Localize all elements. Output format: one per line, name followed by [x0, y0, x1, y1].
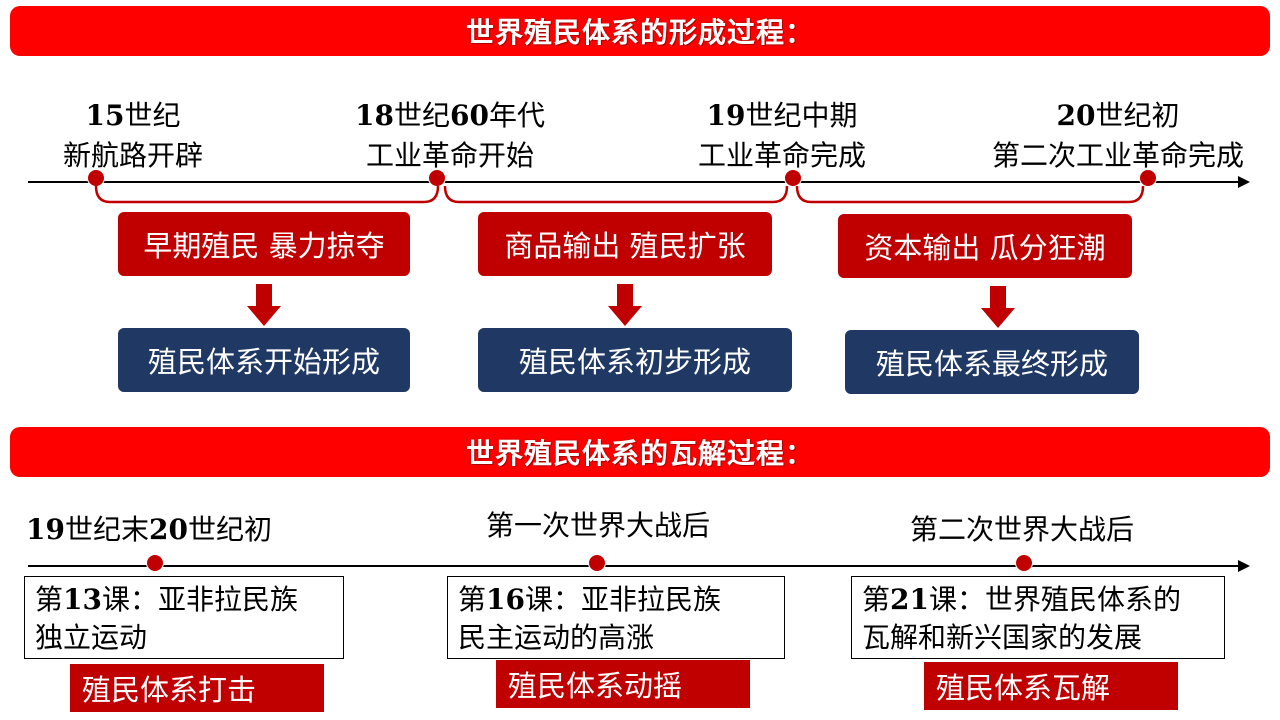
node-unit: 世纪末 — [64, 513, 149, 546]
node-unit2: 年代 — [488, 99, 545, 132]
stage-result-text: 殖民体系开始形成 — [147, 345, 380, 379]
node-num: 19 — [706, 99, 746, 132]
node-num2: 20 — [148, 513, 188, 546]
lesson-line1: 课：亚非拉民族 — [101, 583, 298, 616]
timeline-dot — [588, 554, 606, 572]
timeline-dot — [1139, 169, 1157, 187]
formation-timeline-axis — [28, 181, 1240, 183]
timeline-label-20th: 20世纪初 第二次工业革命完成 — [968, 96, 1268, 176]
lesson-line2: 瓦解和新兴国家的发展 — [862, 621, 1143, 654]
node-label: 第一次世界大战后 — [486, 509, 711, 542]
lesson-prefix: 第 — [458, 583, 487, 616]
down-arrow-icon — [247, 284, 281, 326]
stage-action-text: 资本输出 瓜分狂潮 — [864, 231, 1106, 265]
stage-action-text: 早期殖民 暴力掠夺 — [143, 229, 385, 263]
node-unit: 世纪 — [393, 99, 450, 132]
node-event: 工业革命开始 — [365, 139, 534, 172]
formation-title: 世界殖民体系的形成过程： — [465, 16, 814, 49]
node-unit: 世纪初 — [1095, 99, 1180, 132]
period-brace — [94, 185, 440, 204]
collapse-tag-text: 殖民体系打击 — [82, 673, 257, 707]
collapse-title-banner: 世界殖民体系的瓦解过程： — [10, 427, 1270, 477]
collapse-label-ww2: 第二次世界大战后 — [910, 510, 1134, 550]
timeline-dot — [146, 554, 164, 572]
node-unit: 世纪中期 — [745, 99, 858, 132]
node-num: 19 — [26, 513, 65, 546]
node-num: 15 — [85, 99, 125, 132]
stage-result-text: 殖民体系初步形成 — [518, 345, 751, 379]
node-num: 18 — [355, 99, 394, 132]
collapse-tag: 殖民体系打击 — [70, 664, 324, 712]
timeline-label-18th: 18世纪60年代 工业革命开始 — [350, 96, 550, 176]
stage-result-text: 殖民体系最终形成 — [875, 347, 1108, 381]
lesson-box-16: 第16课：亚非拉民族 民主运动的高涨 — [447, 576, 785, 659]
stage-result-box: 殖民体系初步形成 — [478, 328, 792, 392]
formation-title-banner: 世界殖民体系的形成过程： — [10, 6, 1270, 56]
stage-action-box: 早期殖民 暴力掠夺 — [118, 212, 410, 276]
period-brace — [795, 185, 1145, 204]
collapse-tag-text: 殖民体系瓦解 — [936, 671, 1111, 705]
lesson-prefix: 第 — [35, 583, 64, 616]
lesson-line2: 独立运动 — [35, 621, 148, 654]
node-num: 20 — [1056, 99, 1096, 132]
lesson-box-13: 第13课：亚非拉民族 独立运动 — [24, 576, 344, 659]
timeline-label-15th: 15世纪 新航路开辟 — [48, 96, 218, 176]
lesson-line1: 课：世界殖民体系的 — [928, 583, 1181, 616]
down-arrow-icon — [608, 284, 642, 326]
stage-action-box: 商品输出 殖民扩张 — [478, 212, 772, 276]
period-brace — [443, 185, 789, 204]
stage-result-box: 殖民体系开始形成 — [118, 328, 410, 392]
down-arrow-icon — [981, 286, 1015, 328]
stage-result-box: 殖民体系最终形成 — [845, 330, 1139, 394]
timeline-dot — [784, 169, 802, 187]
collapse-tag-text: 殖民体系动摇 — [508, 669, 683, 703]
lesson-prefix: 第 — [862, 583, 891, 616]
node-event: 第二次工业革命完成 — [991, 139, 1244, 172]
collapse-title: 世界殖民体系的瓦解过程： — [465, 437, 814, 470]
collapse-timeline-axis — [28, 565, 1240, 567]
timeline-dot — [1015, 554, 1033, 572]
node-label: 第二次世界大战后 — [910, 513, 1135, 546]
node-unit: 世纪 — [124, 99, 181, 132]
timeline-arrow-icon — [1238, 560, 1250, 572]
node-unit2: 世纪初 — [187, 513, 272, 546]
node-event: 新航路开辟 — [62, 139, 203, 172]
lesson-box-21: 第21课：世界殖民体系的 瓦解和新兴国家的发展 — [851, 576, 1225, 659]
lesson-num: 13 — [63, 583, 102, 616]
collapse-tag: 殖民体系瓦解 — [924, 662, 1178, 710]
node-event: 工业革命完成 — [697, 139, 866, 172]
node-num2: 60 — [450, 99, 489, 132]
timeline-label-19th: 19世纪中期 工业革命完成 — [682, 96, 882, 176]
collapse-label-19th-end: 19世纪末20世纪初 — [26, 510, 272, 550]
lesson-num: 16 — [486, 583, 525, 616]
lesson-num: 21 — [890, 583, 929, 616]
timeline-arrow-icon — [1238, 176, 1250, 188]
stage-action-box: 资本输出 瓜分狂潮 — [838, 214, 1132, 278]
lesson-line2: 民主运动的高涨 — [458, 621, 655, 654]
collapse-tag: 殖民体系动摇 — [496, 660, 750, 708]
collapse-label-ww1: 第一次世界大战后 — [486, 506, 710, 546]
lesson-line1: 课：亚非拉民族 — [524, 583, 721, 616]
stage-action-text: 商品输出 殖民扩张 — [504, 229, 746, 263]
